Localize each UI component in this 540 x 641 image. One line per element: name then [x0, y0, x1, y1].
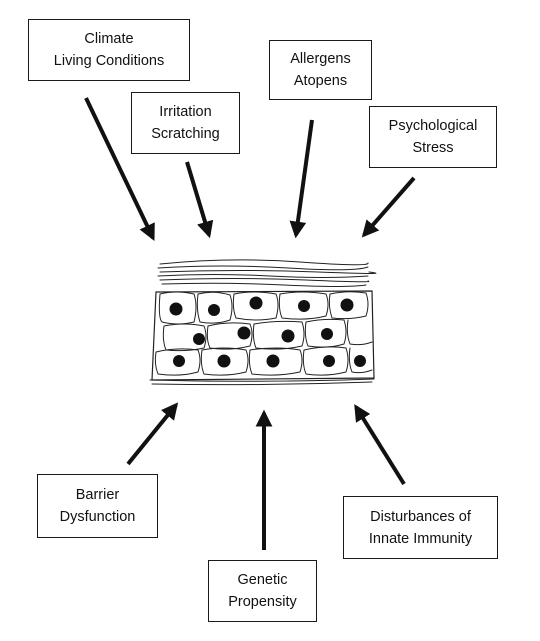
- arrow-barrier: [126, 402, 179, 466]
- factor-immunity-box: Disturbances of Innate Immunity: [343, 496, 498, 559]
- factor-irritation-line2: Scratching: [151, 126, 220, 142]
- arrow-climate: [84, 97, 155, 242]
- factor-climate-line2: Living Conditions: [53, 53, 165, 69]
- factor-climate-line1: Climate: [84, 31, 134, 47]
- factor-allergens-line2: Atopens: [293, 73, 348, 89]
- factor-stress-line2: Stress: [412, 140, 454, 156]
- factor-climate-box: Climate Living Conditions: [28, 19, 190, 81]
- arrow-immunity: [354, 404, 406, 486]
- factor-immunity-line2: Innate Immunity: [368, 530, 473, 547]
- arrow-stress: [361, 176, 416, 238]
- factor-genetic-line2: Propensity: [228, 594, 297, 610]
- factor-immunity-line1: Disturbances of: [370, 508, 471, 525]
- factor-allergens-box: Allergens Atopens: [269, 40, 372, 100]
- skin-tissue-icon: [149, 259, 377, 386]
- factor-stress-box: Psychological Stress: [369, 106, 497, 168]
- factor-irritation-box: Irritation Scratching: [131, 92, 240, 154]
- arrow-irritation: [185, 161, 214, 239]
- factor-allergens-line1: Allergens: [290, 51, 351, 67]
- arrow-allergens: [289, 119, 314, 239]
- factor-barrier-box: Barrier Dysfunction: [37, 474, 158, 538]
- factor-stress-line1: Psychological: [388, 118, 478, 134]
- factor-genetic-box: Genetic Propensity: [208, 560, 317, 622]
- factor-genetic-line1: Genetic: [237, 572, 288, 588]
- factor-irritation-line1: Irritation: [159, 104, 212, 120]
- factor-barrier-line1: Barrier: [75, 487, 120, 503]
- factor-barrier-line2: Dysfunction: [59, 509, 136, 525]
